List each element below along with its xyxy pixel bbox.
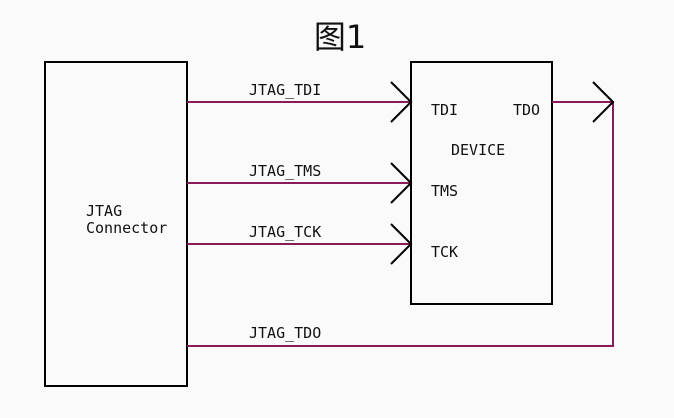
arrowhead-tck-input	[390, 223, 413, 265]
device-pin-tdi: TDI	[431, 101, 458, 119]
figure-title: 图1	[314, 18, 366, 56]
device-pin-tdo: TDO	[513, 101, 540, 119]
device-label: DEVICE	[451, 141, 505, 159]
signal-label-tdo: JTAG_TDO	[249, 324, 321, 342]
wire-tdo	[187, 101, 614, 347]
arrowhead-tms-input	[390, 162, 413, 204]
device-pin-tms: TMS	[431, 182, 458, 200]
connector-label-line2: Connector	[86, 219, 167, 237]
arrowhead-tdo-output	[592, 81, 615, 123]
signal-label-tms: JTAG_TMS	[249, 162, 321, 180]
connector-label-line1: JTAG	[86, 202, 122, 220]
signal-label-tck: JTAG_TCK	[249, 223, 321, 241]
signal-label-tdi: JTAG_TDI	[249, 81, 321, 99]
device-pin-tck: TCK	[431, 243, 458, 261]
jtag-connector-box	[44, 61, 188, 387]
arrowhead-tdi-input	[390, 81, 413, 123]
